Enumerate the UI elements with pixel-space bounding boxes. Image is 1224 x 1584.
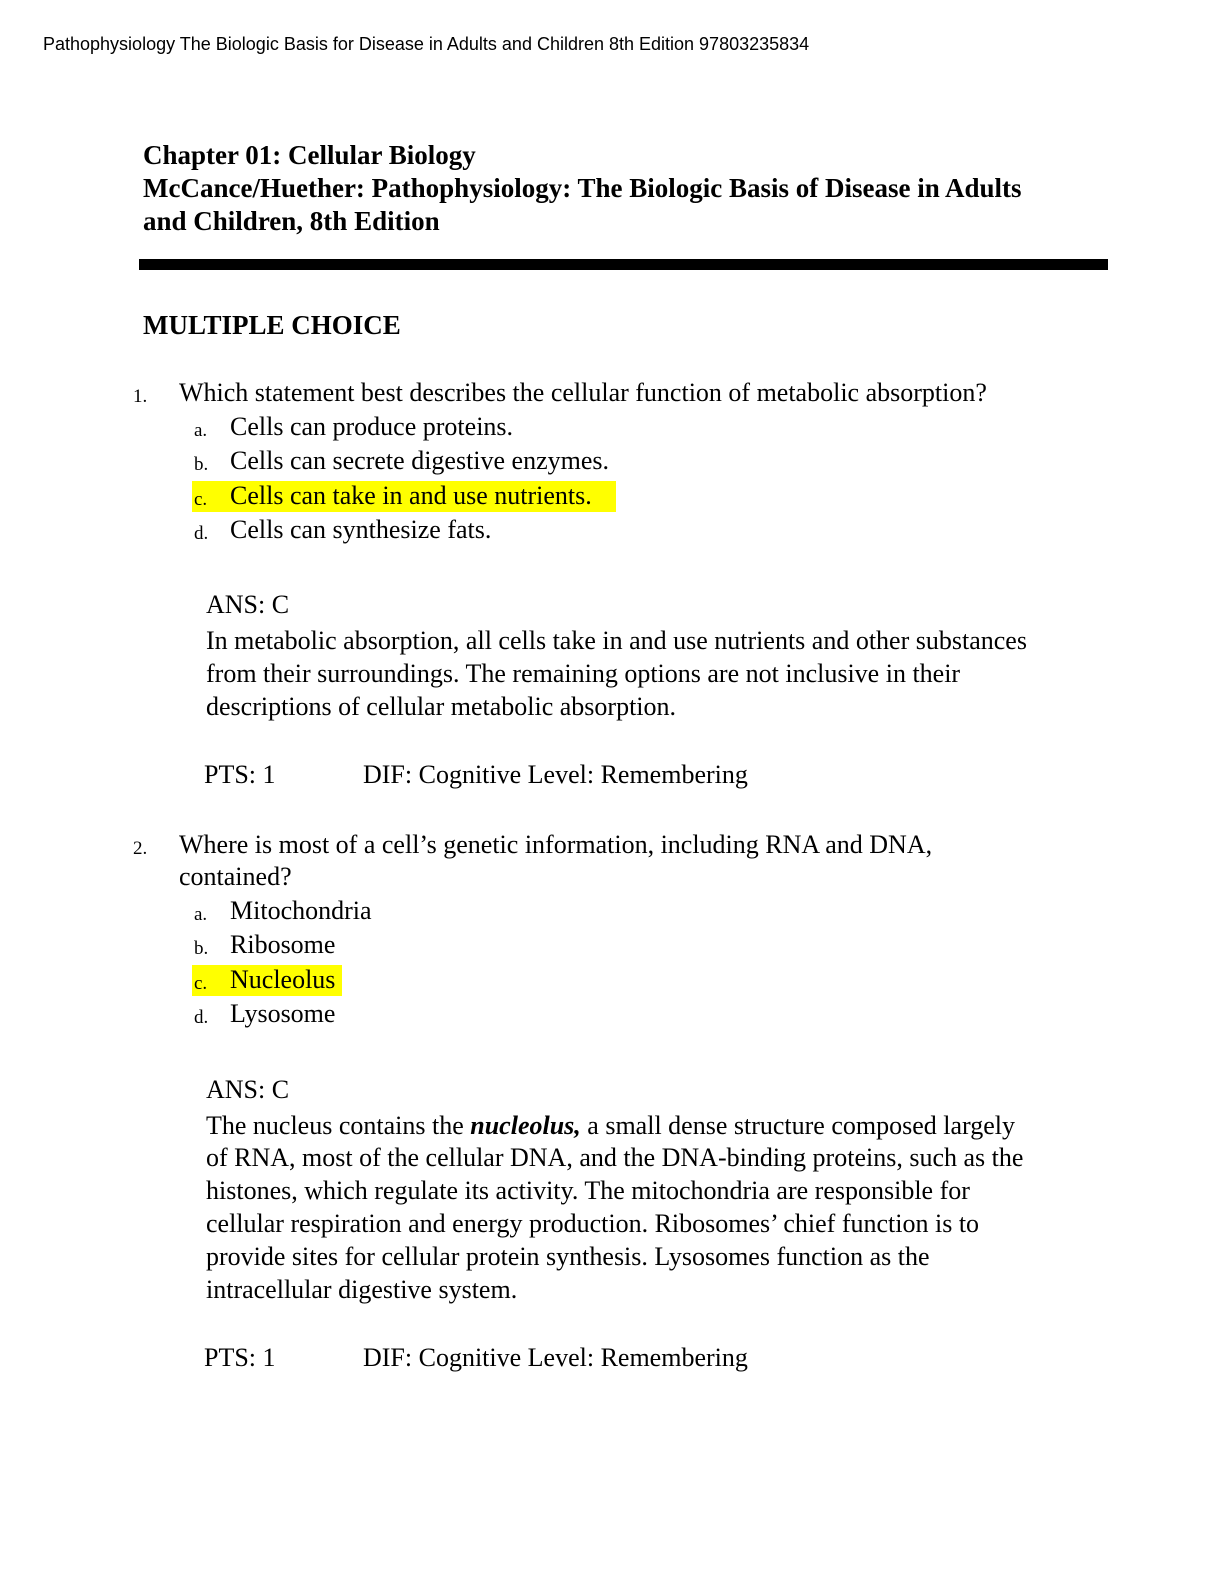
emphasized-term: nucleolus, (470, 1111, 581, 1140)
difficulty: DIF: Cognitive Level: Remembering (363, 1343, 748, 1372)
option-letter: d. (194, 523, 209, 544)
answer-key: ANS: C (206, 1075, 290, 1104)
option-text: Cells can produce proteins. (230, 412, 514, 441)
answer-highlight (192, 965, 342, 996)
book-title-line2: and Children, 8th Edition (143, 206, 440, 236)
explanation-line: from their surroundings. The remaining o… (206, 659, 961, 688)
points: PTS: 1 (204, 1343, 276, 1372)
answer-highlight (192, 481, 616, 512)
option-text: Mitochondria (230, 896, 372, 925)
book-title-line1: McCance/Huether: Pathophysiology: The Bi… (143, 173, 1022, 203)
explanation-line: descriptions of cellular metabolic absor… (206, 692, 677, 721)
option-text: Ribosome (230, 930, 336, 959)
question-text: Where is most of a cell’s genetic inform… (179, 830, 933, 859)
explanation-line: In metabolic absorption, all cells take … (206, 626, 1027, 655)
question-text: Which statement best describes the cellu… (179, 378, 987, 407)
option-letter: d. (194, 1007, 209, 1028)
question-number: 1. (133, 386, 148, 407)
option-text: Lysosome (230, 999, 336, 1028)
option-letter: c. (194, 973, 208, 994)
points: PTS: 1 (204, 760, 276, 789)
explanation-line: intracellular digestive system. (206, 1275, 518, 1304)
option-text-correct: Nucleolus (230, 965, 336, 994)
question-text: contained? (179, 862, 292, 891)
divider-rule (139, 259, 1108, 270)
option-text: Cells can secrete digestive enzymes. (230, 446, 610, 475)
option-letter: a. (194, 904, 208, 925)
difficulty: DIF: Cognitive Level: Remembering (363, 760, 748, 789)
explanation-line: cellular respiration and energy producti… (206, 1209, 980, 1238)
option-letter: b. (194, 938, 209, 959)
answer-key: ANS: C (206, 590, 290, 619)
explanation-line: The nucleus contains the nucleolus, a sm… (206, 1109, 1015, 1143)
option-text-correct: Cells can take in and use nutrients. (230, 481, 592, 510)
option-letter: b. (194, 454, 209, 475)
explanation-line: of RNA, most of the cellular DNA, and th… (206, 1143, 1024, 1172)
explanation-text: a small dense structure composed largely (580, 1111, 1015, 1140)
explanation-line: provide sites for cellular protein synth… (206, 1242, 930, 1271)
chapter-title: Chapter 01: Cellular Biology (143, 140, 476, 170)
running-header: Pathophysiology The Biologic Basis for D… (43, 34, 810, 54)
section-heading: MULTIPLE CHOICE (143, 310, 401, 340)
option-letter: c. (194, 489, 208, 510)
option-text: Cells can synthesize fats. (230, 515, 492, 544)
explanation-line: histones, which regulate its activity. T… (206, 1176, 970, 1205)
explanation-text: The nucleus contains the (206, 1111, 471, 1140)
option-letter: a. (194, 420, 208, 441)
question-number: 2. (133, 838, 148, 859)
